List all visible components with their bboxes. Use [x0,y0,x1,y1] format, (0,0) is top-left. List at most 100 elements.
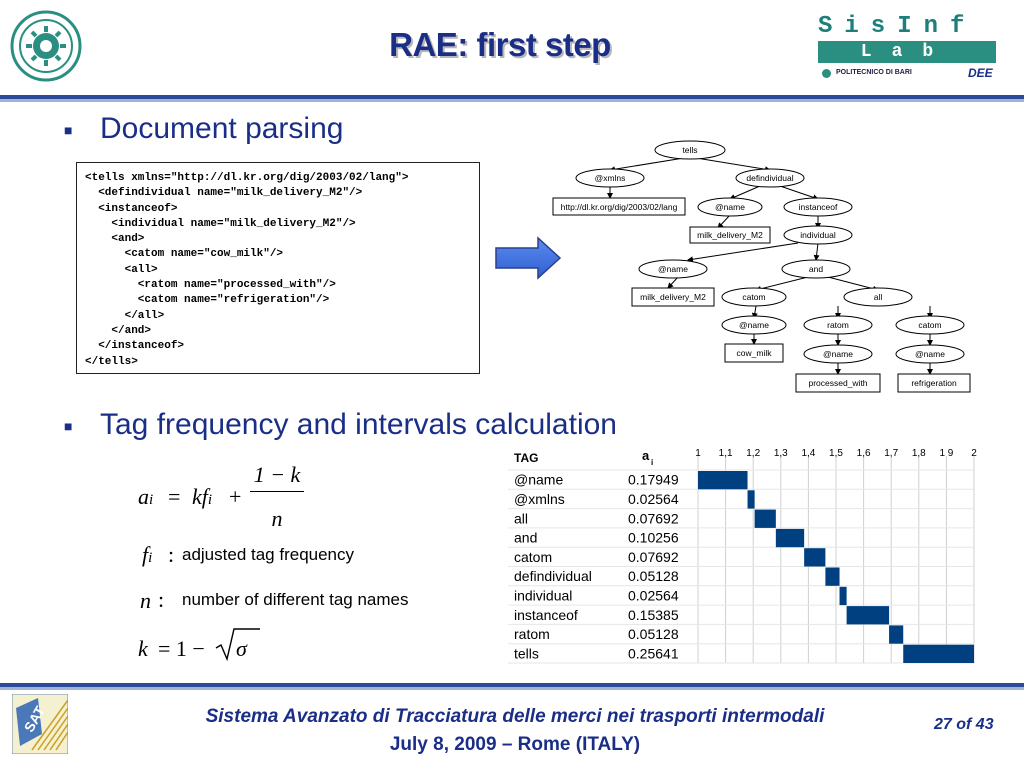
tree-node-label: @xmlns [595,173,626,183]
tree-node-label: catom [918,320,941,330]
tree-node-label: milk_delivery_M2 [640,292,706,302]
lab-logo-bar: Lab [818,41,996,63]
interval-bar [698,471,748,490]
xml-line: </instanceof> [85,340,185,353]
xml-code-box: <tells xmlns="http://dl.kr.org/dig/2003/… [76,162,480,374]
col-header-tag: TAG [514,451,538,465]
right-arrow-icon [494,236,564,285]
col-header-a-sub: i [651,458,653,467]
tree-node-label: @name [658,264,688,274]
xml-line: <instanceof> [85,202,178,215]
xml-line: <defindividual name="milk_delivery_M2"/> [85,187,363,200]
formula-plus: + [229,484,242,509]
tree-node-label: catom [742,292,765,302]
interval-bar [754,509,776,528]
tree-node-label: milk_delivery_M2 [697,230,763,240]
politecnico-label: POLITECNICO DI BARI [836,69,912,76]
col-header-a: a [642,448,650,463]
row-tag-label: individual [514,587,572,603]
tree-node-label: @name [715,202,745,212]
tree-node-label: @name [739,320,769,330]
tree-node-label: http://dl.kr.org/dig/2003/02/lang [561,202,678,212]
tree-node-label: individual [800,230,836,240]
xml-line: <all> [85,263,158,276]
axis-tick-label: 2 [971,448,977,459]
bullet-tag-frequency: Tag frequency and intervals calculation [100,408,617,441]
footer-date-location: July 8, 2009 – Rome (ITALY) [389,734,641,755]
tree-node-label: defindividual [746,173,793,183]
xml-line: </tells> [85,355,138,368]
interval-bar [903,644,974,663]
axis-tick-label: 1 9 [939,448,953,459]
k-formula-sigma: σ [236,636,247,661]
interval-bar [775,528,805,548]
tree-node-label: processed_with [808,378,867,388]
xml-line: </and> [85,324,152,337]
row-tag-label: ratom [514,626,550,642]
row-tag-label: @xmlns [514,491,565,507]
axis-tick-label: 1,3 [774,448,788,459]
formula-lhs: ai [138,484,154,509]
xml-line: <catom name="cow_milk"/> [85,248,284,261]
axis-tick-label: 1,2 [746,448,760,459]
tree-node-label: instanceof [799,202,838,212]
axis-tick-label: 1,1 [719,448,733,459]
tree-node-label: @name [915,349,945,359]
row-tag-label: @name [514,472,563,488]
row-tag-label: and [514,530,537,546]
sqrt-icon [214,626,260,667]
row-frequency-value: 0.05128 [628,568,679,584]
slide-title: RAE: first step [389,26,611,63]
tree-node-label: and [809,264,823,274]
formula-equals: = [168,484,181,509]
header-rule [0,95,1024,99]
sat-logo: SAT [11,693,69,755]
xml-line: <and> [85,233,145,246]
bullet-icon: ■ [64,122,73,138]
interval-bar [825,567,840,586]
bullet-icon: ■ [64,418,73,434]
row-frequency-value: 0.25641 [628,645,679,661]
row-frequency-value: 0.05128 [628,626,679,642]
page-number: 27 of 43 [934,716,994,733]
tree-node-label: all [874,292,883,302]
k-formula-rhs: = 1 − [158,636,205,661]
def-f-colon: : [168,542,175,567]
axis-tick-label: 1,4 [801,448,815,459]
xml-line: <catom name="refrigeration"/> [85,294,330,307]
formula-denominator: n [271,506,283,531]
axis-tick-label: 1 [695,448,701,459]
university-seal-logo [10,8,82,88]
row-frequency-value: 0.10256 [628,530,679,546]
tree-node-label: cow_milk [737,348,773,358]
row-frequency-value: 0.17949 [628,472,679,488]
tree-node-label: tells [682,145,697,155]
interval-bar [839,586,847,606]
interval-bar [747,490,755,509]
row-frequency-value: 0.02564 [628,587,679,603]
def-n-text: number of different tag names [182,590,409,609]
row-tag-label: all [514,510,528,526]
k-formula-lhs: k [138,636,148,661]
sisinf-logo-text: SisInf [818,13,977,40]
row-tag-label: defindividual [514,568,592,584]
def-n-colon: : [158,587,165,612]
tree-node-label: @name [823,349,853,359]
xml-line: <ratom name="processed_with"/> [85,279,336,292]
xml-line: <tells xmlns="http://dl.kr.org/dig/2003/… [85,172,409,184]
row-tag-label: catom [514,549,552,565]
footer-rule-light [0,687,1024,690]
dee-label: DEE [968,66,993,80]
axis-tick-label: 1,5 [829,448,843,459]
def-f-symbol: fi [142,542,153,567]
bullet-document-parsing: Document parsing [100,112,344,145]
tree-node-label: refrigeration [911,378,957,388]
formula-numerator: 1 − k [253,462,301,487]
parse-tree-diagram: tells @xmlns defindividual http://dl.kr.… [548,136,988,401]
xml-line: <individual name="milk_delivery_M2"/> [85,217,356,230]
def-n-symbol: n [140,588,151,613]
footer-rule [0,683,1024,687]
interval-bar [889,625,904,644]
row-frequency-value: 0.15385 [628,607,679,623]
